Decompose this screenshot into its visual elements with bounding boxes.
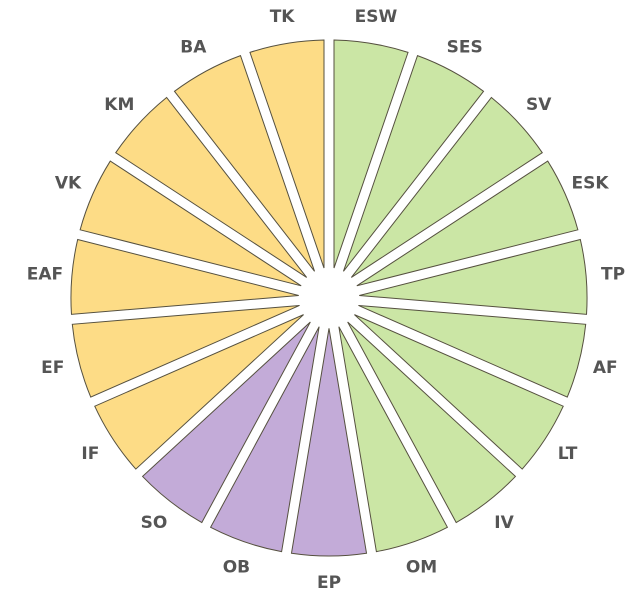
- segment-wedge-iv: [347, 321, 517, 524]
- segment-label-ob: OB: [223, 558, 250, 578]
- segment-label-ba: BA: [180, 37, 207, 57]
- segment-label-ep: EP: [317, 573, 341, 593]
- segment-label-iv: IV: [494, 513, 514, 533]
- segment-wedge-vk: [79, 160, 302, 287]
- segment-label-esk: ESK: [571, 174, 609, 194]
- segment-wedge-tk: [249, 39, 325, 269]
- segment-label-tp: TP: [601, 264, 625, 284]
- segment-wedge-tp: [359, 238, 588, 315]
- segment-wedge-ba: [173, 54, 316, 272]
- segment-wedge-ep: [290, 328, 368, 557]
- segment-label-om: OM: [406, 558, 437, 578]
- segment-wedge-eaf: [70, 238, 299, 315]
- segment-label-lt: LT: [558, 444, 578, 464]
- segment-label-ef: EF: [41, 358, 64, 378]
- segment-label-ses: SES: [447, 37, 483, 57]
- segment-wedge-esk: [356, 160, 579, 287]
- segment-label-tk: TK: [270, 7, 296, 27]
- segment-label-km: KM: [104, 95, 134, 115]
- segment-label-so: SO: [141, 513, 168, 533]
- segment-label-eaf: EAF: [27, 264, 63, 284]
- segment-wedge-sv: [350, 96, 543, 278]
- segment-wedge-ob: [209, 326, 320, 553]
- segment-wedge-esw: [333, 39, 409, 269]
- segment-wedge-af: [358, 304, 587, 398]
- segment-wedge-ses: [342, 54, 485, 272]
- labels-layer: ESW SES SV ESK TP AF LT IV OM EP OB SO IF EF EAF VK KM BA…: [27, 7, 625, 593]
- segment-label-if: IF: [81, 444, 99, 464]
- segment-label-esw: ESW: [355, 7, 398, 27]
- segment-wedge-so: [141, 321, 311, 524]
- segment-label-af: AF: [593, 358, 618, 378]
- segment-label-sv: SV: [526, 95, 552, 115]
- segment-wedge-if: [94, 314, 304, 470]
- segment-wedge-om: [338, 326, 449, 553]
- segment-label-vk: VK: [55, 174, 82, 194]
- segment-wedge-ef: [71, 304, 300, 398]
- segments-layer: [70, 39, 588, 557]
- segment-wedge-lt: [354, 314, 564, 470]
- segment-wedge-km: [115, 96, 308, 278]
